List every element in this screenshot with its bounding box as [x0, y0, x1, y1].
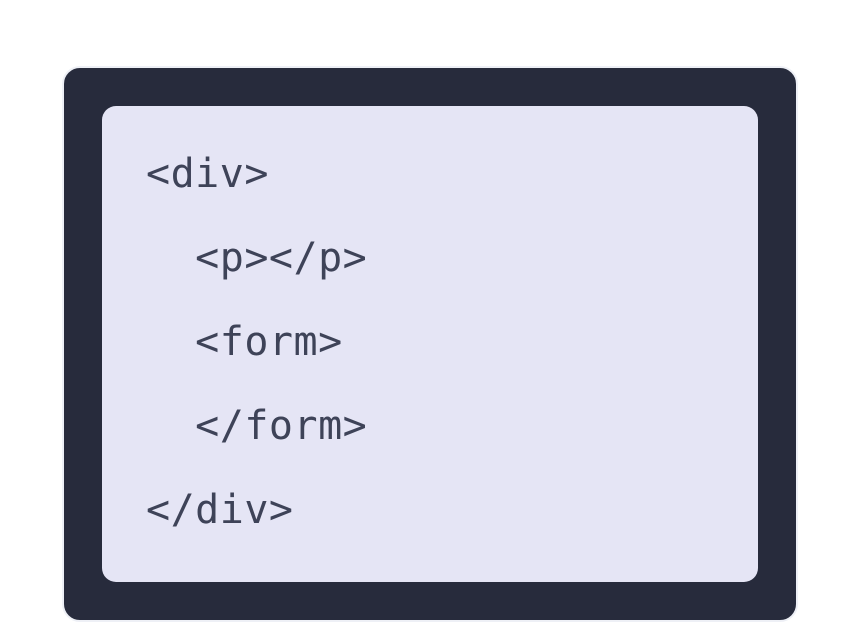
code-line-div-open: <div>: [146, 151, 269, 197]
code-line-form-open: <form>: [146, 319, 343, 365]
code-block: <div> <p></p> <form> </form> </div>: [146, 132, 746, 552]
code-panel: <div> <p></p> <form> </form> </div>: [102, 106, 758, 582]
code-card: <div> <p></p> <form> </form> </div>: [62, 66, 798, 622]
code-line-form-close: </form>: [146, 403, 368, 449]
code-line-div-close: </div>: [146, 487, 294, 533]
code-line-p: <p></p>: [146, 235, 368, 281]
